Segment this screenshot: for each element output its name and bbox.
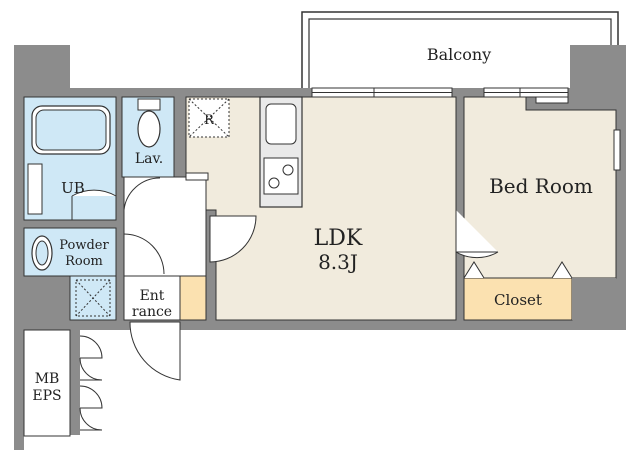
entrance-label-1: Ent <box>140 288 165 304</box>
mb-label: MB <box>35 371 60 387</box>
lavatory <box>121 96 175 178</box>
powder-room-label-1: Powder <box>59 238 109 253</box>
eps-label: EPS <box>32 388 61 404</box>
closet <box>463 261 616 321</box>
balcony-windows <box>311 87 569 104</box>
balcony <box>301 11 619 93</box>
balcony-label: Balcony <box>427 45 491 64</box>
doors <box>123 177 499 381</box>
ldk-size-label: 8.3J <box>318 250 358 274</box>
closet-label: Closet <box>494 291 542 309</box>
entrance <box>123 275 207 321</box>
ldk-label: LDK <box>314 226 363 251</box>
powder-room-label-2: Room <box>65 254 103 269</box>
refrigerator-mark: R <box>204 113 215 128</box>
lavatory-label: Lav. <box>135 151 163 167</box>
ldk <box>185 96 457 321</box>
mb-eps <box>23 329 103 437</box>
unit-bath-label: UB <box>61 179 85 197</box>
unit-bath <box>23 96 117 221</box>
powder-room <box>23 227 117 321</box>
bedroom-label: Bed Room <box>489 174 593 198</box>
entrance-label-2: rance <box>132 304 172 320</box>
